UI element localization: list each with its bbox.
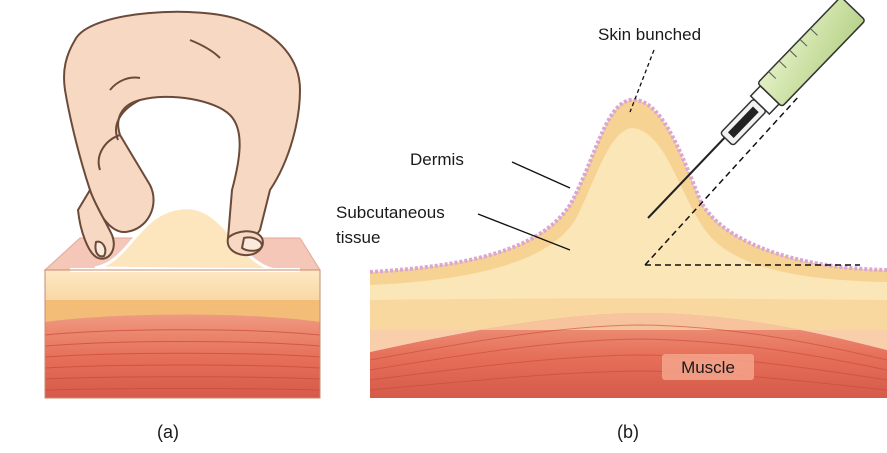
muscle-block-a bbox=[45, 315, 320, 399]
label-dermis: Dermis bbox=[410, 150, 464, 169]
label-subcutaneous-line2: tissue bbox=[336, 228, 380, 247]
label-subcutaneous-line1: Subcutaneous bbox=[336, 203, 445, 222]
caption-a: (a) bbox=[157, 422, 179, 442]
label-muscle: Muscle bbox=[681, 358, 735, 377]
panel-b: Skin bunched Dermis Subcutaneous tissue … bbox=[336, 0, 887, 442]
panel-a: (a) bbox=[45, 12, 320, 442]
syringe-barrel bbox=[757, 0, 865, 107]
caption-b: (b) bbox=[617, 422, 639, 442]
subcutaneous-layer bbox=[370, 100, 887, 330]
label-skin-bunched: Skin bunched bbox=[598, 25, 701, 44]
